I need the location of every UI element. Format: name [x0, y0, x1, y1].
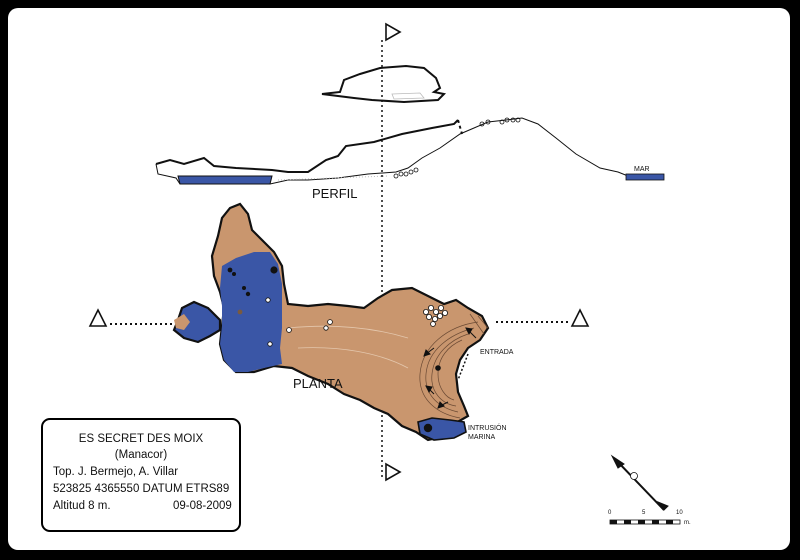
- entrance-label: ENTRADA: [480, 349, 514, 356]
- cave-location: (Manacor): [114, 449, 168, 461]
- survey-authors: Top. J. Bermejo, A. Villar: [53, 466, 179, 478]
- sea-label: MAR: [634, 166, 650, 173]
- title-block: ES SECRET DES MOIX (Manacor) Top. J. Ber…: [41, 418, 241, 532]
- plan-west-chamber: [172, 300, 222, 344]
- entrance-dashes: [457, 353, 469, 381]
- section-marker-right-icon: [570, 308, 590, 327]
- survey-date: 09-08-2009: [173, 500, 232, 512]
- survey-coordinates: 523825 4365550 DATUM ETRS89: [53, 483, 230, 495]
- sea-water: [625, 173, 665, 181]
- scale-label-10: 10: [676, 510, 683, 516]
- plan-west-marker: [237, 309, 243, 315]
- cave-survey-drawing: [88, 22, 681, 525]
- profile-pool: [177, 175, 273, 185]
- profile-section: [155, 64, 665, 185]
- section-marker-top-icon: [385, 22, 402, 42]
- marine-intrusion-label: INTRUSIÓN MARINA: [468, 424, 507, 442]
- plan-floor-detail: [287, 325, 409, 369]
- profile-entrance-dashes: [457, 119, 463, 135]
- slope-arrows: [423, 327, 477, 409]
- section-marker-left-icon: [88, 308, 108, 327]
- marine-intrusion-label-line2: MARINA: [468, 434, 496, 441]
- scale-label-5: 5: [642, 510, 646, 516]
- plan-boulders: [265, 297, 448, 347]
- plan-label: PLANTA: [293, 376, 343, 391]
- plan-cave-body: [210, 202, 490, 442]
- profile-boulders: [393, 117, 521, 179]
- plan-west-rock: [174, 314, 190, 330]
- plan-markers: [227, 266, 441, 433]
- scale-bar: [609, 519, 681, 525]
- profile-upper-chamber-detail: [391, 92, 425, 100]
- profile-ceiling-line: [155, 119, 459, 173]
- profile-label: PERFIL: [312, 186, 358, 201]
- scale-label-0: 0: [608, 510, 612, 516]
- profile-upper-chamber: [321, 64, 447, 104]
- marine-intrusion-label-line1: INTRUSIÓN: [468, 425, 507, 432]
- profile-ground-dots: [277, 175, 389, 181]
- plan-water-main: [220, 252, 282, 372]
- entrance-altitude: Altitud 8 m.: [53, 500, 111, 512]
- profile-floor-line: [155, 117, 637, 185]
- plan-section: [172, 202, 490, 442]
- north-arrow-icon: [610, 454, 669, 511]
- map-sheet: PERFIL PLANTA MAR ENTRADA INTRUSIÓN MARI…: [8, 8, 790, 550]
- plan-marine-intrusion: [417, 417, 467, 441]
- cave-name: ES SECRET DES MOIX: [78, 433, 204, 445]
- scale-unit: m.: [684, 520, 691, 526]
- section-marker-bottom-icon: [385, 462, 402, 482]
